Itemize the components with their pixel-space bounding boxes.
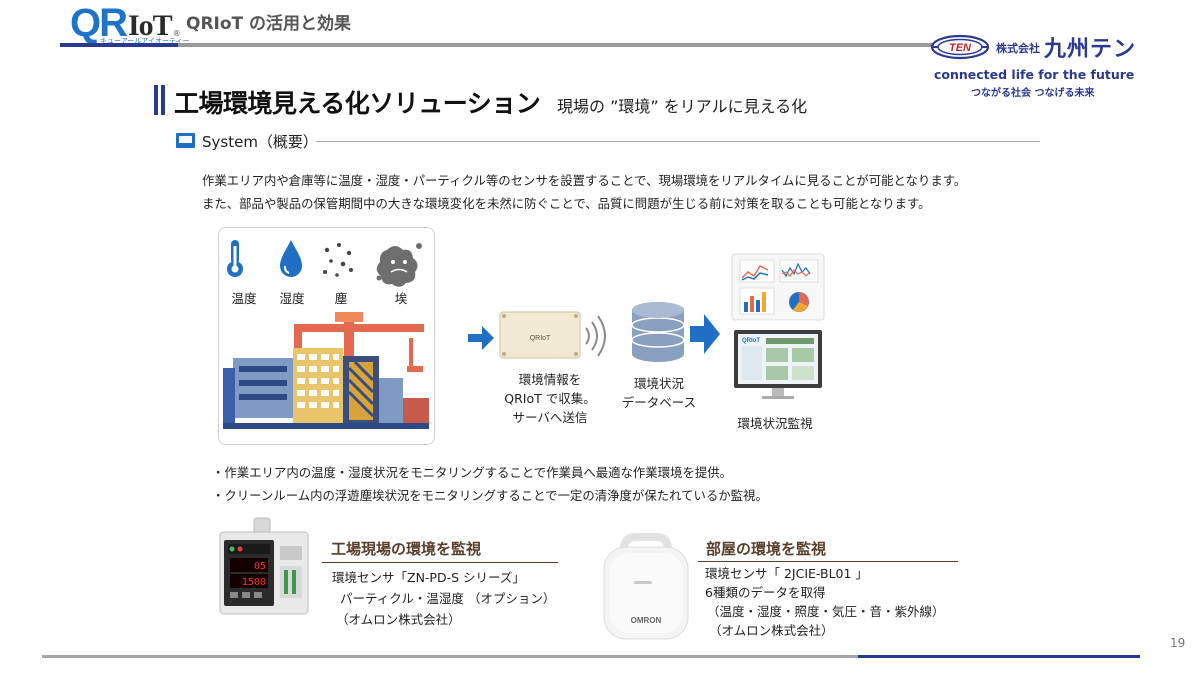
database-caption-line: データベース [621,395,697,410]
product-line: 環境センサ「ZN-PD-S シリーズ」 [332,570,525,585]
dust-ball-icon [376,243,422,287]
database-icon [631,302,685,362]
factory-machinery-icon [223,312,429,429]
benefit-bullet: ・クリーンルーム内の浮遊塵埃状況をモニタリングすることで一定の清浄度が保たれてい… [212,488,768,503]
analytics-charts-icon [731,253,825,321]
ten-badge-icon: TEN [930,34,990,60]
sensor-display-bottom: 1500 [242,577,266,588]
wireless-signal-icon [585,315,606,357]
header-rule-blue [60,43,178,47]
droplet-icon [280,240,302,277]
collect-caption-line: サーバへ送信 [512,410,588,425]
benefit-bullet: ・作業エリア内の温度・湿度状況をモニタリングすることで作業員へ最適な作業環境を提… [212,465,733,480]
database-caption-line: 環境状況 [633,376,684,391]
factory-illustration-panel: 温度 湿度 塵 埃 [218,227,435,445]
flow-diagram: QRIoT QRIoT [468,253,825,399]
product-line: パーティクル・温湿度 （オプション） [340,591,556,606]
sensor-label-humidity: 湿度 [279,291,305,306]
collect-caption: 環境情報を QRIoT で収集。 サーバへ送信 [492,370,608,427]
header: QR IoT ® キューアールアイオーティー QRIoT の活用と効果 [0,0,1200,50]
monitor-dashboard-icon: QRIoT [734,330,822,399]
slide-subtitle: 現場の ”環境” をリアルに見える化 [557,97,808,116]
collect-caption-line: 環境情報を [518,372,582,387]
footer-rule-gray [42,655,858,658]
product-title: 部屋の環境を監視 [706,540,827,558]
sensor-label-particle: 埃 [394,291,408,306]
title-accent-bar [161,85,165,115]
section-rule [316,141,1040,142]
product-line: （温度・湿度・照度・気圧・音・紫外線） [707,604,945,619]
factory-illustration [223,240,429,429]
logo-subtitle: キューアールアイオーティー [100,37,190,45]
monitor-app-logo: QRIoT [742,338,760,344]
logo-iot: IoT [128,9,173,42]
product-line: 6種類のデータを取得 [705,585,826,600]
database-caption: 環境状況 データベース [614,374,704,412]
logo-registered: ® [172,29,181,38]
sensor-label-temperature: 温度 [231,291,257,306]
footer-rule-blue [858,655,1140,658]
monitor-caption: 環境状況監視 [737,416,813,431]
logo-qr: QR [70,1,128,45]
sensor-label-dust: 塵 [334,291,348,306]
dust-particles-icon [323,243,353,277]
thermometer-icon [227,240,243,277]
corp-tagline-jp: つながる社会 つなげる未来 [971,88,1095,99]
product-line: （オムロン株式会社） [709,623,834,638]
page-number: 19 [1170,636,1186,650]
product-line: 環境センサ「 2JCIE-BL01 」 [705,566,868,581]
title-accent-bar [154,85,158,115]
corp-tagline: connected life for the future [934,67,1135,82]
header-rule-gray [178,43,934,47]
omron-brand-text: OMRON [631,616,662,625]
sensor-display-top: 05 [254,561,266,572]
corp-kabushiki: 株式会社 [996,42,1040,55]
corporate-logo: TEN 株式会社 九州テン connected life for the fut… [926,28,1146,100]
2jcie-bl01-sensor-image: OMRON [603,533,689,640]
product-rule [698,561,958,562]
arrow-right-icon [690,314,720,354]
section-heading: System（概要） [202,133,318,151]
product-rule [322,562,558,563]
zn-pd-s-sensor-image: 05 1500 [219,517,309,615]
description-line-1: 作業エリア内や倉庫等に温度・湿度・パーティクル等のセンサを設置することで、現場環… [202,173,967,188]
product-title: 工場現場の環境を監視 [331,540,482,558]
slide-title: 工場環境見える化ソリューション [174,89,541,118]
ten-badge-text: TEN [949,42,972,54]
header-title: QRIoT の活用と効果 [186,14,352,34]
collect-caption-line: QRIoT で収集。 [504,391,596,406]
monitor-icon [176,133,195,148]
device-label: QRIoT [530,335,551,342]
qriot-logo: QR IoT ® キューアールアイオーティー [70,1,190,45]
qriot-device-icon: QRIoT [499,311,581,359]
arrow-right-icon [468,326,494,350]
description-line-2: また、部品や製品の保管期間中の大きな環境変化を未然に防ぐことで、品質に問題が生じ… [202,196,931,211]
corp-name: 九州テン [1044,37,1137,62]
product-line: （オムロン株式会社） [336,612,461,627]
